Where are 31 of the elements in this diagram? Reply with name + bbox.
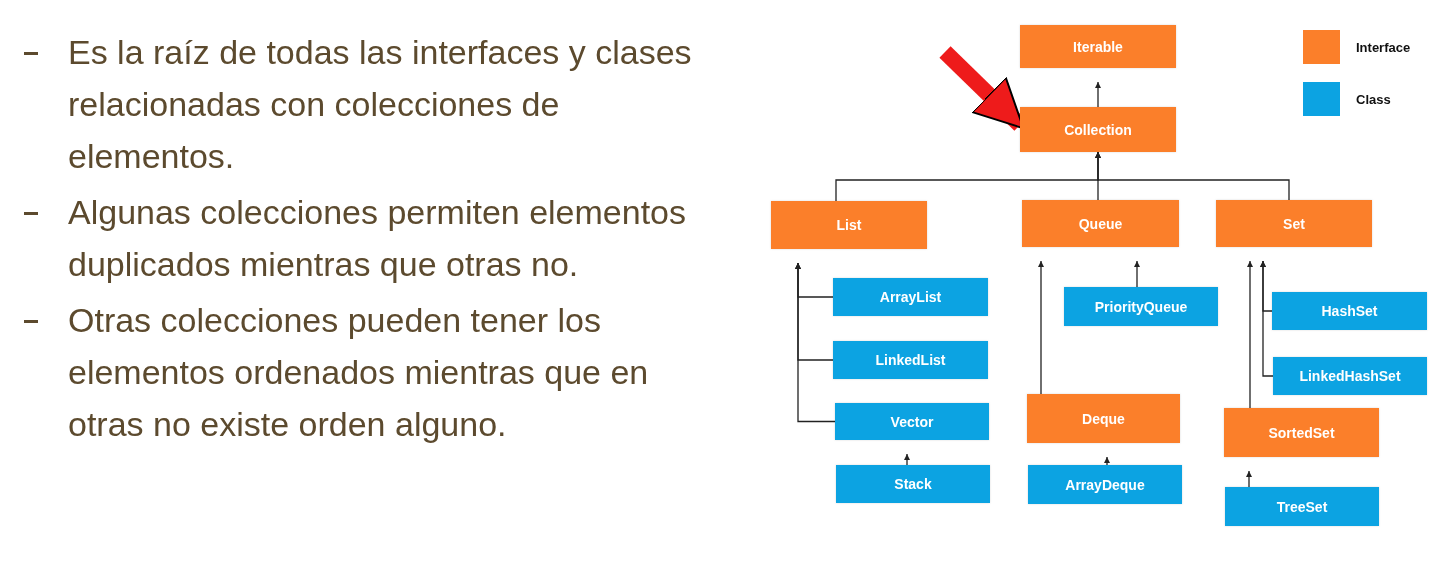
interface-box: Queue	[1022, 200, 1179, 247]
class-box: LinkedList	[833, 341, 988, 379]
interface-box: Iterable	[1020, 25, 1176, 68]
bullet-text: Es la raíz de todas las interfaces y clases relacionadas con colecciones de elementos.	[68, 32, 693, 177]
inheritance-arrow	[795, 262, 836, 423]
interface-box: Set	[1216, 200, 1372, 247]
class-box: Stack	[836, 465, 990, 503]
interface-box: List	[771, 201, 927, 249]
legend-label: Class	[1356, 92, 1391, 107]
inheritance-arrow	[1104, 456, 1110, 466]
inheritance-arrow	[1134, 260, 1140, 288]
class-box: LinkedHashSet	[1273, 357, 1427, 395]
inheritance-arrow	[904, 453, 910, 466]
bullet-text: Otras colecciones pueden tener los elementos ordenados mientras que en otras no existe orden alguno.	[68, 300, 650, 445]
inheritance-arrow	[1246, 470, 1252, 488]
inheritance-arrow	[1038, 260, 1044, 395]
inheritance-arrow	[1095, 151, 1290, 201]
class-box: PriorityQueue	[1064, 287, 1218, 326]
class-box: ArrayList	[833, 278, 988, 316]
inheritance-arrow	[1260, 260, 1274, 377]
class-box: Vector	[835, 403, 989, 440]
class-box: TreeSet	[1225, 487, 1379, 526]
inheritance-arrow	[1095, 81, 1101, 108]
interface-box: Deque	[1027, 394, 1180, 443]
interface-box: SortedSet	[1224, 408, 1379, 457]
inheritance-arrow	[1247, 260, 1253, 409]
class-box: HashSet	[1272, 292, 1427, 330]
interface-box: Collection	[1020, 107, 1176, 152]
bullet-text: Algunas colecciones permiten elementos duplicados mientras que otras no.	[68, 192, 687, 285]
class-box: ArrayDeque	[1028, 465, 1182, 504]
legend-label: Interface	[1356, 40, 1411, 55]
